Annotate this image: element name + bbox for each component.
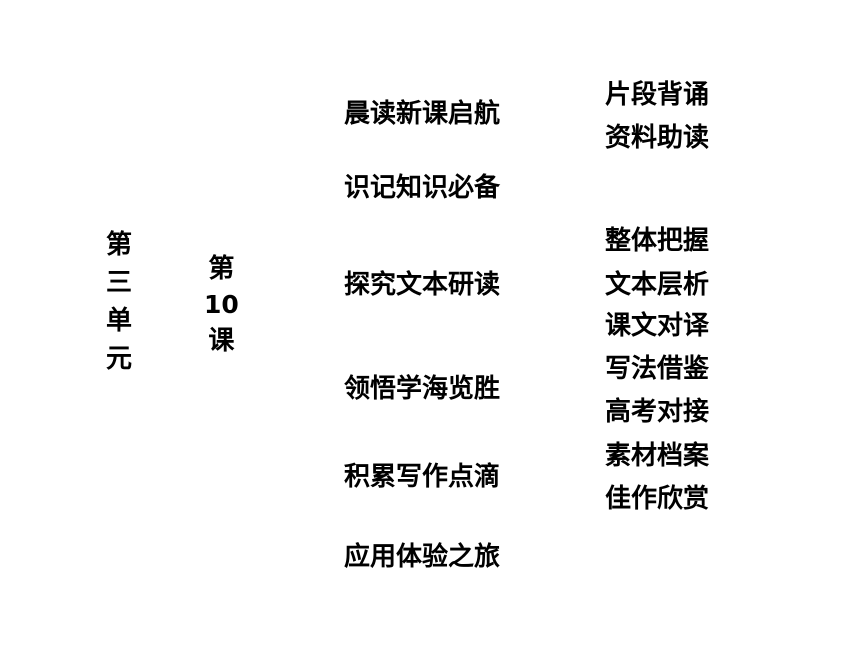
unit-label-char: 元 xyxy=(106,344,133,374)
subsection-model-essay[interactable]: 佳作欣赏 xyxy=(605,484,710,514)
unit-label-char: 三 xyxy=(106,268,133,298)
subsection-translation[interactable]: 课文对译 xyxy=(605,311,710,341)
subsection-passage-recitation[interactable]: 片段背诵 xyxy=(605,80,710,110)
section-morning-reading[interactable]: 晨读新课启航 xyxy=(344,99,501,129)
subsection-overall-grasp[interactable]: 整体把握 xyxy=(605,226,710,256)
lesson-label-part: 第 xyxy=(208,254,235,284)
section-knowledge[interactable]: 识记知识必备 xyxy=(344,173,501,203)
lesson-number: 10 xyxy=(204,290,239,319)
section-writing[interactable]: 积累写作点滴 xyxy=(344,462,501,492)
lesson-label-part: 课 xyxy=(208,326,235,356)
subsection-reference-reading[interactable]: 资料助读 xyxy=(605,123,710,153)
subsection-text-analysis[interactable]: 文本层析 xyxy=(605,270,710,300)
subsection-exam-link[interactable]: 高考对接 xyxy=(605,397,710,427)
section-application[interactable]: 应用体验之旅 xyxy=(344,542,501,572)
lesson-label: 第 10 课 xyxy=(204,255,239,363)
unit-label-char: 第 xyxy=(106,230,133,260)
section-text-study[interactable]: 探究文本研读 xyxy=(344,270,501,300)
unit-label-char: 单 xyxy=(106,306,133,336)
subsection-material-archive[interactable]: 素材档案 xyxy=(605,441,710,471)
section-insight[interactable]: 领悟学海览胜 xyxy=(344,374,501,404)
subsection-writing-technique[interactable]: 写法借鉴 xyxy=(605,354,710,384)
unit-label: 第 三 单 元 xyxy=(106,231,132,383)
